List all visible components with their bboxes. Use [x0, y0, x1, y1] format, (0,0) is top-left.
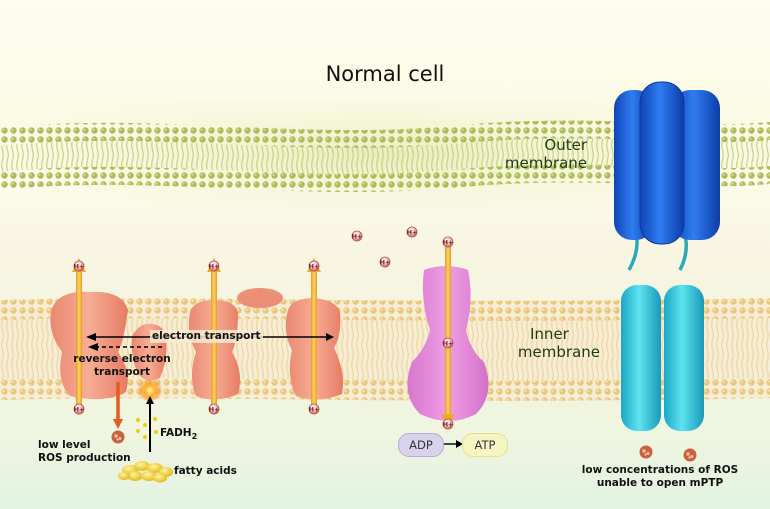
mptp-channel	[614, 81, 720, 431]
complex-i	[50, 291, 129, 400]
electron-transport-label: electron transport	[150, 330, 263, 343]
atp-label: ATP	[462, 433, 508, 457]
inner-membrane-label: Inner membrane	[500, 325, 600, 361]
adp-label: ADP	[398, 433, 444, 457]
outer-membrane-label: Outer membrane	[500, 136, 587, 172]
reverse-electron-transport-label: reverse electron transport	[72, 353, 172, 379]
reverse-electron-line1: reverse electron	[73, 353, 171, 365]
fadh2-label: FADH2	[160, 427, 197, 443]
adp-atp-arrow	[443, 440, 463, 448]
mptp-note-line2: unable to open mPTP	[596, 477, 724, 489]
outer-membrane	[0, 120, 770, 193]
inner-membrane-line1: Inner	[530, 325, 569, 343]
ros-line2: ROS production	[38, 452, 131, 464]
ros-flame	[137, 375, 163, 401]
fadh2-base: FADH	[160, 427, 192, 439]
fatty-acid-cluster	[118, 461, 173, 483]
mptp-note-line1: low concentrations of ROS	[581, 464, 739, 476]
ros-production-label: low level ROS production	[38, 439, 131, 465]
outer-membrane-line1: Outer	[544, 136, 587, 154]
reverse-electron-line2: transport	[94, 366, 150, 378]
inner-membrane-line2: membrane	[517, 343, 600, 361]
page-title: Normal cell	[325, 62, 445, 86]
fadh2-sub: 2	[191, 432, 198, 442]
ros-line1: low level	[38, 439, 91, 451]
fatty-acids-label: fatty acids	[174, 465, 237, 477]
mptp-note-label: low concentrations of ROS unable to open…	[560, 464, 760, 490]
outer-membrane-line2: membrane	[504, 154, 587, 172]
fadh2-molecules	[136, 417, 158, 439]
